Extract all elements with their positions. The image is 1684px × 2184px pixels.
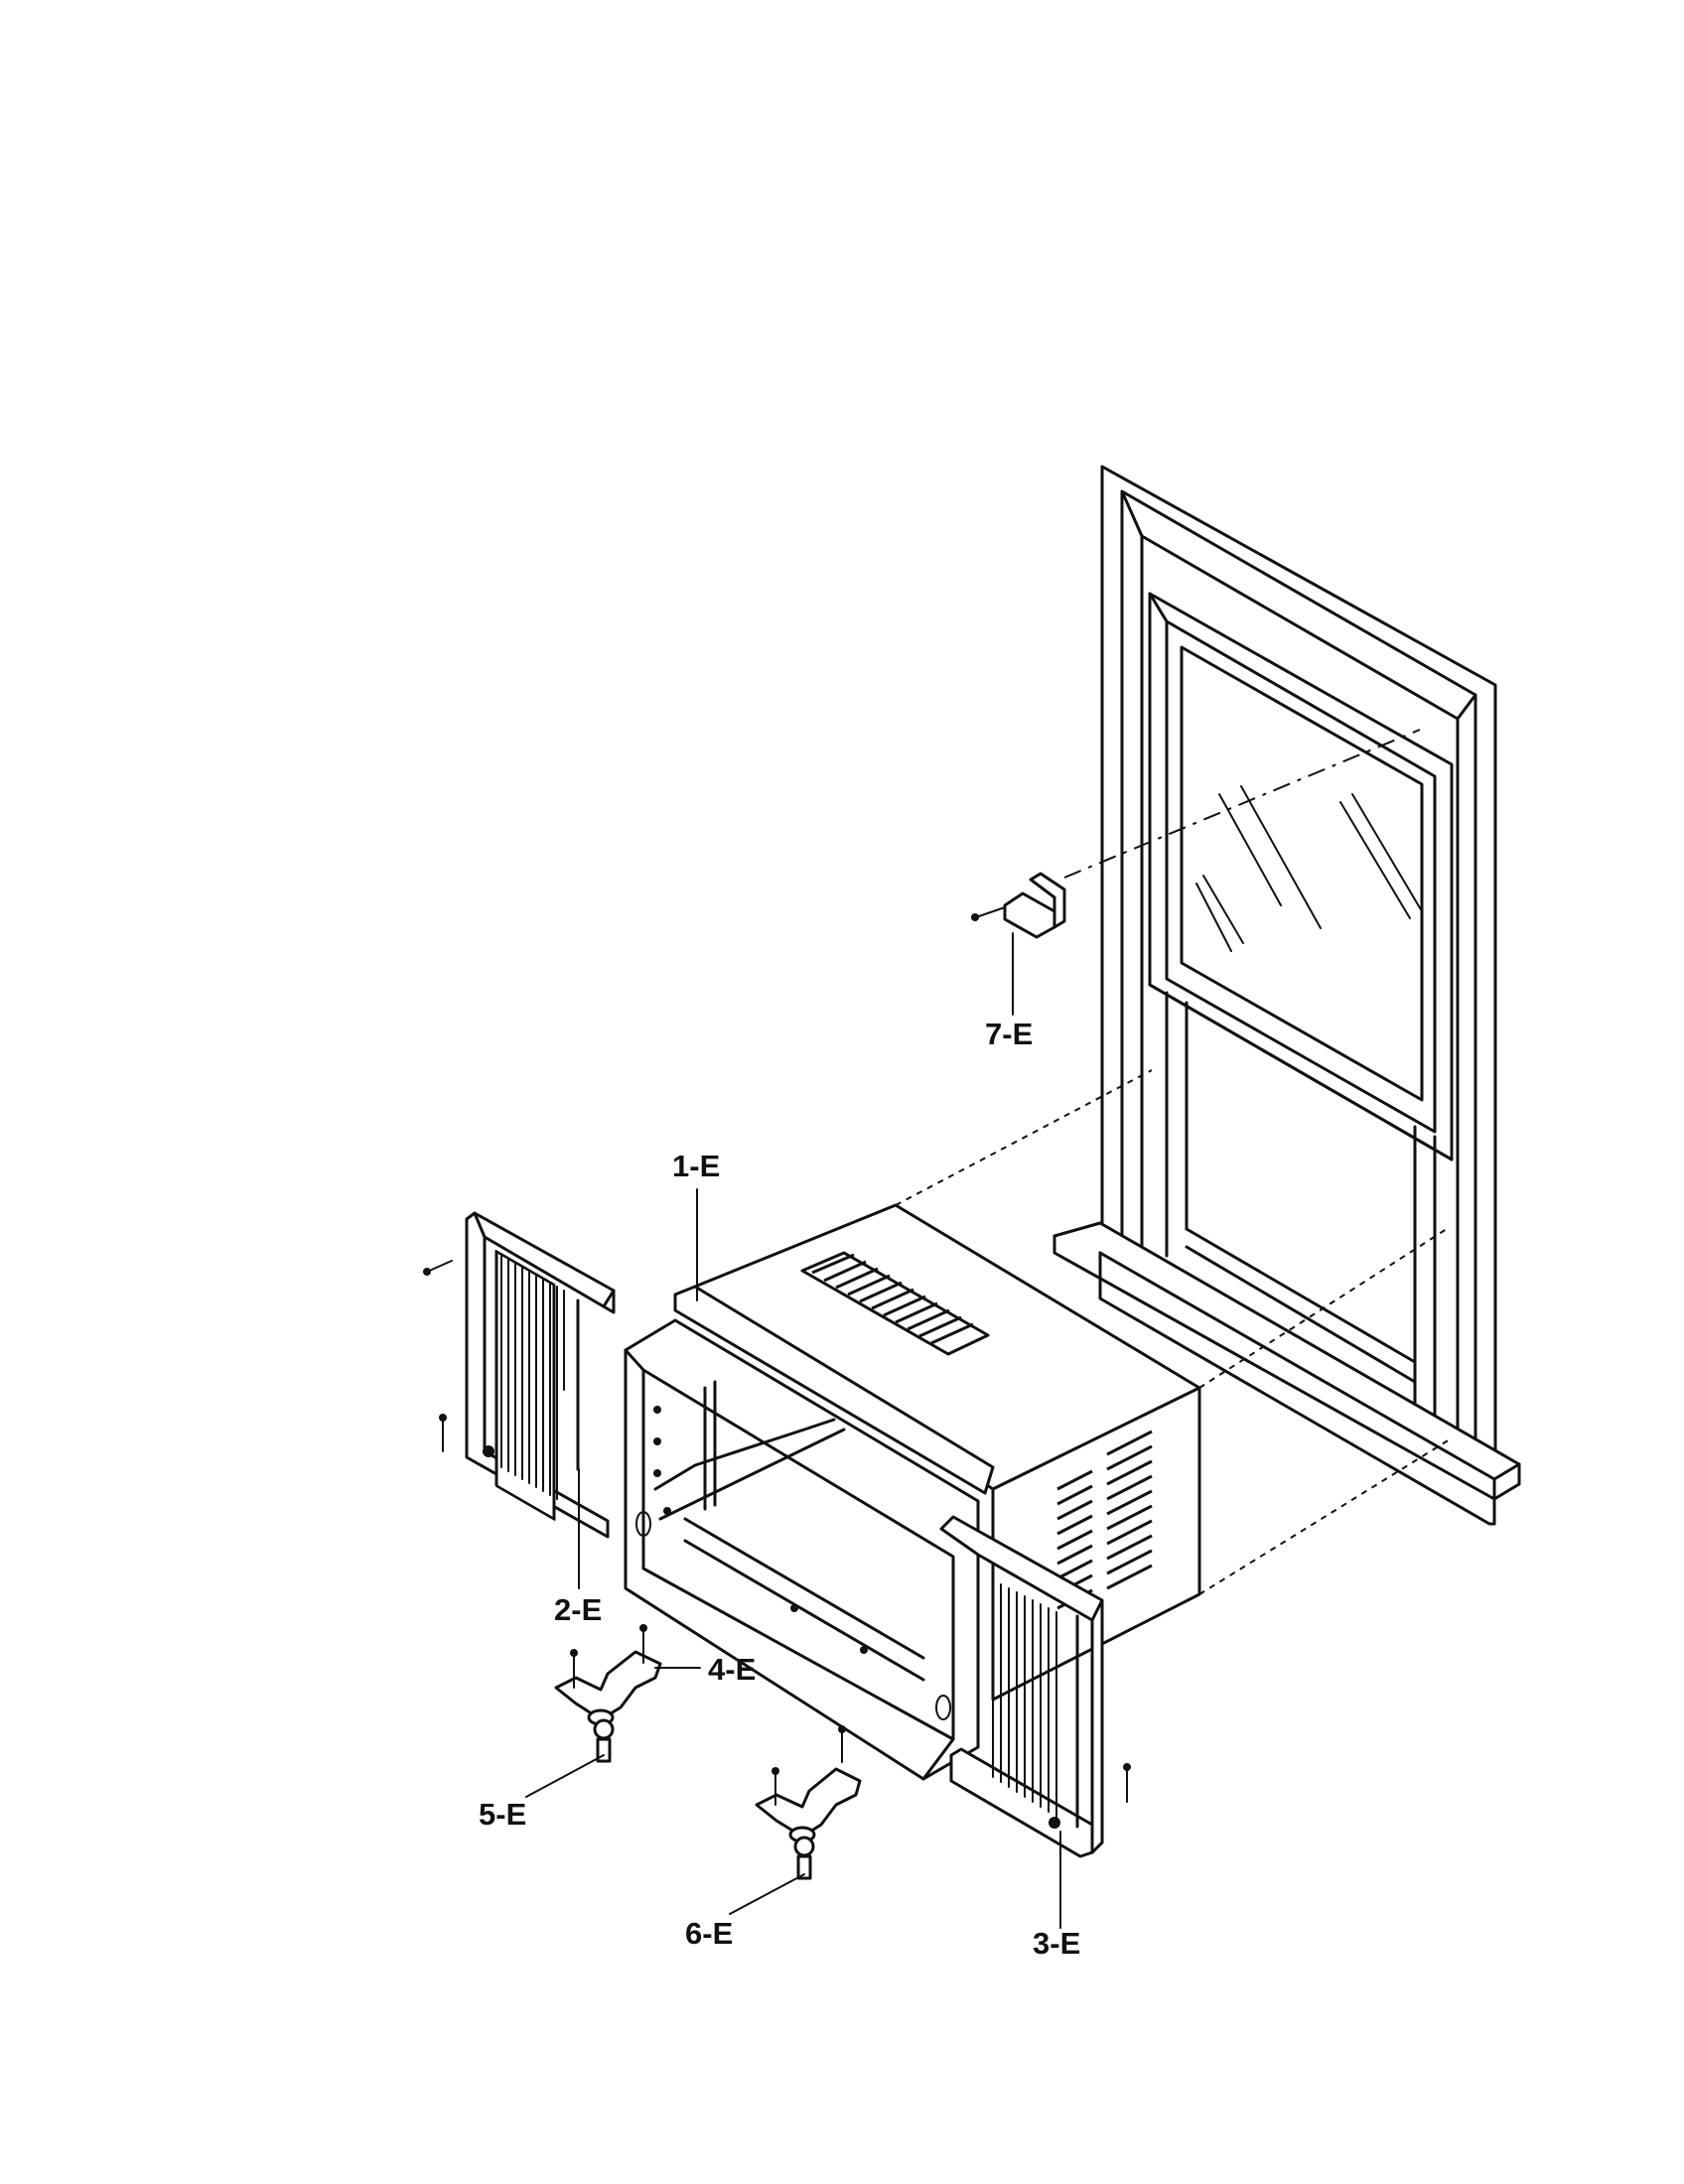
support-bracket-6 xyxy=(755,1725,862,1880)
frame-holes xyxy=(635,1406,951,1720)
support-bracket-4 xyxy=(554,1624,662,1763)
callout-1: 1-E xyxy=(672,1149,720,1183)
glass-reflection xyxy=(1195,785,1423,952)
callout-7: 7-E xyxy=(985,1017,1033,1051)
leader-lines xyxy=(525,932,1061,1929)
curtain-pleats-right xyxy=(992,1579,1057,1818)
window-frame xyxy=(1052,465,1521,1526)
top-vent-grille xyxy=(800,1251,990,1356)
callout-4: 4-E xyxy=(708,1652,756,1687)
left-side-curtain xyxy=(423,1211,616,1539)
callout-5: 5-E xyxy=(479,1797,526,1832)
alignment-lines xyxy=(895,729,1451,1595)
angle-bracket-7 xyxy=(971,872,1066,939)
callout-3: 3-E xyxy=(1033,1926,1080,1961)
callout-6: 6-E xyxy=(685,1916,733,1951)
callout-labels: 1-E 2-E 3-E 4-E 5-E 6-E 7-E xyxy=(479,1017,1080,1961)
curtain-pleats-left xyxy=(500,1255,565,1500)
cabinet-sleeve xyxy=(624,1203,1201,1781)
right-side-curtain xyxy=(939,1515,1131,1858)
callout-2: 2-E xyxy=(554,1592,602,1627)
